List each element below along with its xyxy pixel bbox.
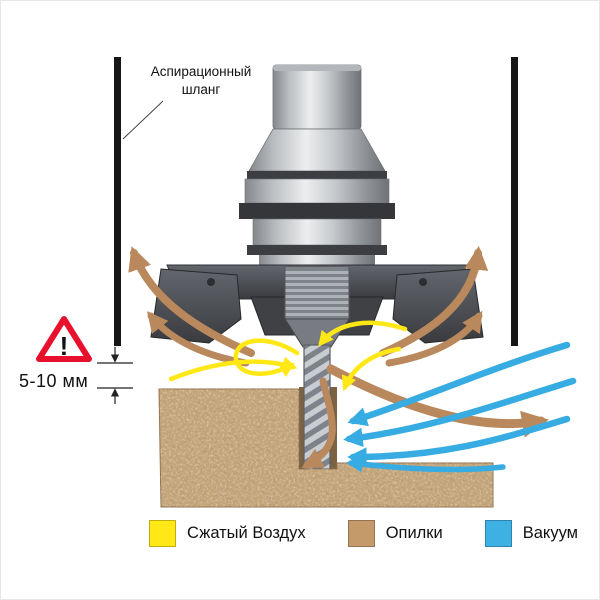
hose-left-wall [114,57,121,346]
air-arrow [341,346,402,392]
gap-dimension [97,347,133,404]
chip-arrow [128,246,255,357]
chip-arrow [379,245,489,357]
tool-holder [239,64,395,271]
vacuum-arrow [346,456,506,473]
hose-label-pointer-line [122,100,164,140]
legend-item-vacuum: Вакуум [484,520,578,547]
warning-exclamation: ! [60,331,69,361]
legend-item-chips: Опилки [347,520,443,547]
chip-arrow [147,311,250,367]
legend-label-chips: Опилки [385,524,443,542]
vacuum-arrows [343,341,577,473]
hose-right-wall [511,57,518,346]
air-arrow [233,338,300,378]
vacuum-arrow [343,377,577,448]
screw-icon [207,278,215,286]
warning-icon: ! [36,316,92,362]
gap-label: 5-10 мм [19,371,89,391]
screw-icon [419,278,427,286]
compressed-air-arrows [168,320,408,392]
chip-arrow [385,310,483,367]
legend-label-vacuum: Вакуум [522,524,578,542]
chips-swatch [347,520,375,547]
air-arrow [318,320,408,347]
legend: Сжатый Воздух Опилки Вакуум [149,520,578,547]
vacuum-swatch [484,520,512,547]
hose-label: Аспирационный шланг [150,64,252,97]
vacuum-arrow [347,341,571,427]
vacuum-arrow [347,415,571,467]
chip-arrow [301,377,336,469]
legend-item-compressed-air: Сжатый Воздух [149,520,306,547]
legend-label-compressed-air: Сжатый Воздух [187,524,306,542]
compressed-air-swatch [149,520,176,547]
